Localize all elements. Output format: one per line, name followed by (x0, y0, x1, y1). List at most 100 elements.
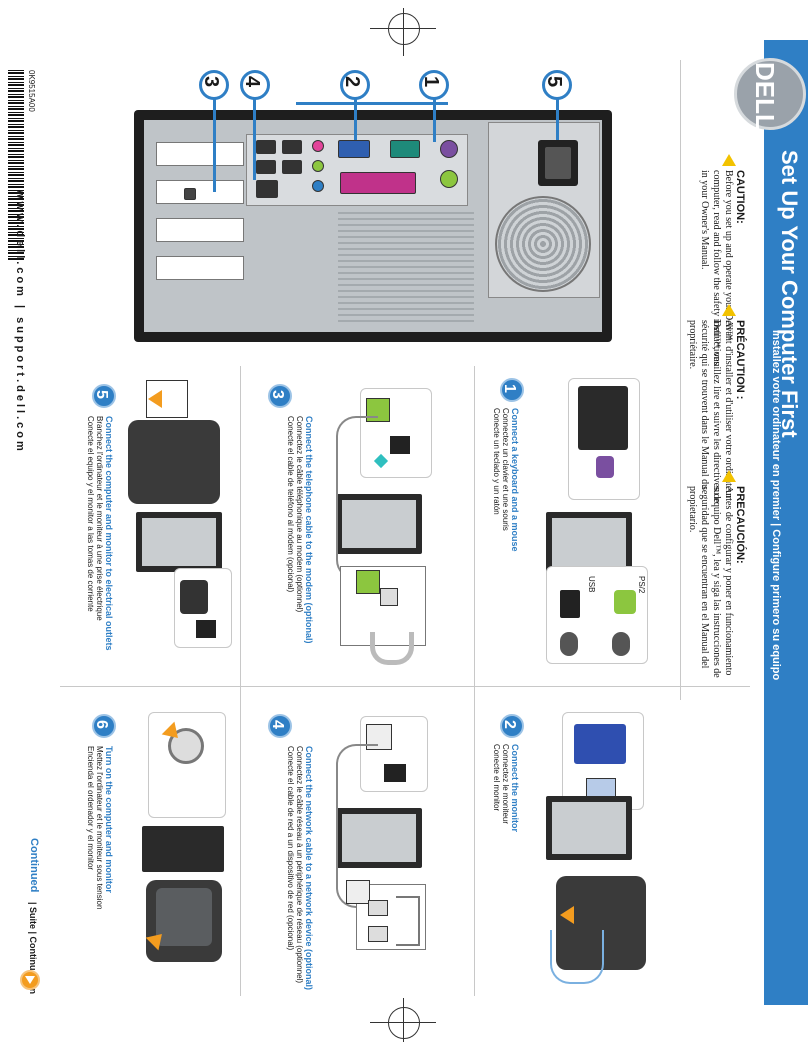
ps2-label: PS/2 (637, 576, 646, 594)
website-url: www.dell.com | support.dell.com (14, 190, 26, 454)
callout-line-3-drop (213, 96, 216, 192)
callout-4-label: 4 (241, 76, 263, 88)
step-5-computer-panel (142, 518, 216, 566)
network-device-port-icon (368, 926, 388, 942)
network-plug-icon (346, 880, 370, 904)
step-1-title: Connect a keyboard and a mouse (510, 408, 520, 552)
header-divider (680, 60, 681, 700)
telephone-icon (370, 632, 414, 665)
callout-line-5-drop (556, 96, 559, 140)
callout-5-label: 5 (543, 76, 565, 88)
step-2-line-fr: Connectez le moniteur (501, 744, 510, 825)
ps2-mouse-port-icon (440, 140, 458, 158)
ps2-keyboard-port-icon (440, 170, 458, 188)
audio-port-green-icon (312, 160, 324, 172)
step-4-line-fr: Connectez le câble réseau à un périphéri… (295, 746, 304, 984)
callout-3 (199, 70, 229, 100)
audio-port-pink-icon (312, 140, 324, 152)
step-1-number: 1 (501, 384, 518, 393)
step-5-arrow-icon (148, 390, 162, 408)
usb-port-icon (256, 160, 276, 174)
caution-heading-es: PRECAUCIÓN: (734, 486, 746, 564)
wall-outlet-icon (146, 380, 188, 418)
step-6-number: 6 (93, 720, 110, 729)
step-2-monitor-icon (556, 876, 646, 970)
step-5-line-fr: Branchez l'ordinateur et le moniteur à u… (95, 416, 104, 621)
dell-logo-text: DELL (750, 62, 780, 130)
caution-body-es: Antes de configurar y poner en funcionam… (687, 486, 734, 678)
step-6-badge (92, 714, 116, 738)
column-divider-1 (474, 366, 475, 996)
step-2-arrow-icon (560, 906, 574, 924)
audio-port-blue-icon (312, 180, 324, 192)
power-plug-icon (180, 580, 208, 614)
callout-3-label: 3 (200, 76, 222, 88)
step-5-monitor-icon (128, 420, 220, 504)
callout-4 (240, 70, 270, 100)
usb-plug-icon (560, 590, 580, 618)
step-3-computer-panel (342, 500, 416, 548)
step-5-title: Connect the computer and monitor to elec… (104, 416, 114, 651)
step-1-computer-panel (552, 518, 626, 566)
callout-2-label: 2 (341, 76, 363, 88)
expansion-slot-4 (156, 256, 244, 280)
expansion-slot-3 (156, 218, 244, 242)
step-2-badge (500, 714, 524, 738)
modem-port-icon (184, 188, 196, 200)
expansion-slot-2 (156, 180, 244, 204)
callout-1-label: 1 (420, 76, 442, 88)
step-4-number: 4 (269, 720, 286, 729)
phone-plug-icon (356, 570, 380, 594)
telephone-cable-icon (336, 416, 378, 580)
step-2-computer-panel (552, 802, 626, 854)
next-page-arrow-glyph (25, 976, 35, 984)
step-6-computer-front-icon (142, 826, 224, 872)
usb-port-icon (256, 140, 276, 154)
callout-2 (340, 70, 370, 100)
network-device-port-icon (368, 900, 388, 916)
precaution-warning-icon (722, 304, 736, 316)
step-5-number: 5 (93, 390, 110, 399)
vent-grille (338, 212, 474, 322)
step-2-number: 2 (501, 720, 518, 729)
keyboard-icon (578, 386, 628, 450)
row-divider (60, 686, 750, 687)
expansion-slot-1 (156, 142, 244, 166)
step-3-title: Connect the telephone cable to the modem… (304, 416, 314, 644)
step-4-line-es: Conecte el cable de red a un dispositivo… (286, 746, 295, 951)
callout-line-4-drop (253, 96, 256, 180)
usb-port-icon (282, 140, 302, 154)
step-5-line-es: Conecte el equipo y el monitor a las tom… (86, 416, 95, 612)
usb-port-icon (282, 160, 302, 174)
step-6-line-fr: Mettez l'ordinateur et le moniteur sous … (95, 746, 104, 910)
network-port-icon (256, 180, 278, 198)
vga-port-icon (338, 140, 370, 158)
column-divider-2 (240, 366, 241, 996)
wall-jack-icon (380, 588, 398, 606)
step-4-badge (268, 714, 292, 738)
precaucion-warning-icon (722, 470, 736, 482)
power-socket-icon (196, 620, 216, 638)
step-1-line-fr: Connectez un clavier et une souris (501, 408, 510, 531)
step-5-badge (92, 384, 116, 408)
monitor-cable-icon (550, 930, 604, 984)
step-2-title: Connect the monitor (510, 744, 520, 832)
mouse-icon (560, 632, 578, 656)
step-3-badge (268, 384, 292, 408)
step-6-title: Turn on the computer and monitor (104, 746, 114, 893)
modem-jack-icon (390, 436, 410, 454)
continued-label: Continued (28, 838, 40, 893)
step-3-line-es: Conecte el cable de teléfono al módem (o… (286, 416, 295, 593)
vga-plug-icon (574, 724, 626, 764)
power-button-icon (168, 728, 204, 764)
caution-warning-icon (722, 154, 736, 166)
callout-line-2-drop (354, 96, 357, 140)
step-6-monitor-screen (156, 888, 212, 946)
title-banner (764, 40, 808, 1005)
network-jack-icon (384, 764, 406, 782)
step-1-line-es: Conecte un teclado y un ratón (492, 408, 501, 515)
mouse-icon (612, 632, 630, 656)
ps2-connector-icon (596, 456, 614, 478)
step-3-number: 3 (269, 390, 286, 399)
step-4-title: Connect the network cable to a network d… (304, 746, 314, 991)
